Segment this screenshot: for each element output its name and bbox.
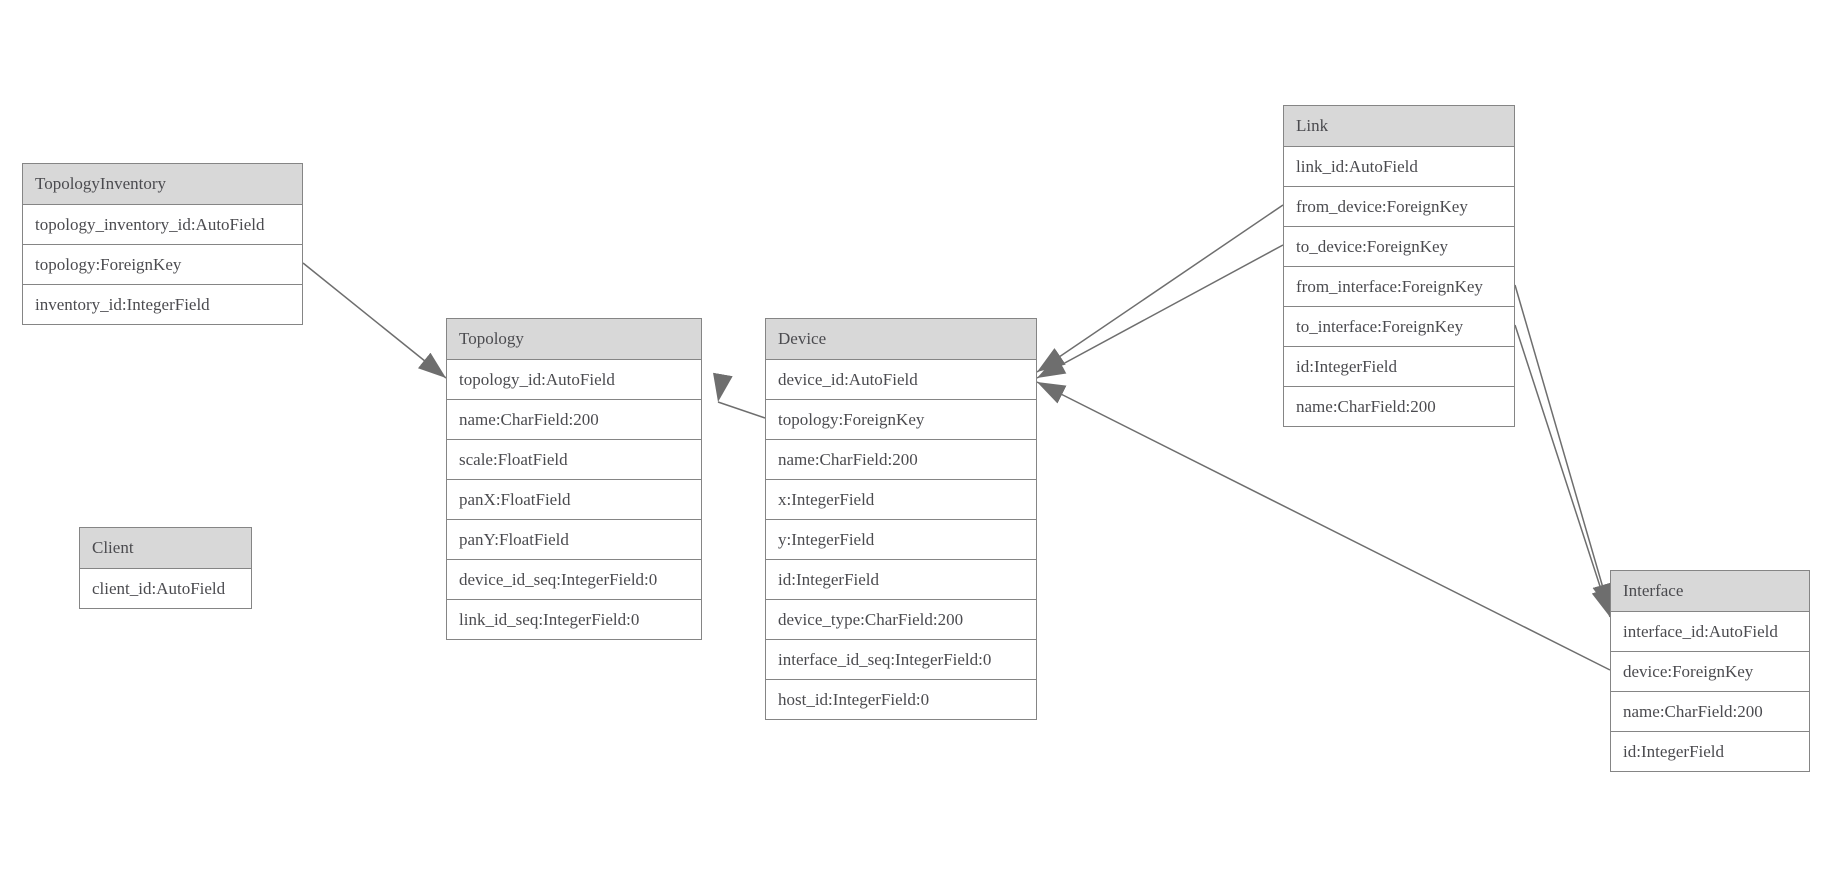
entity-field: name:CharField:200 — [766, 439, 1036, 479]
relationship-link-to_interface-to-interface — [1514, 324, 1611, 618]
entity-field: interface_id:AutoField — [1611, 611, 1809, 651]
relationship-topologyinventory-topology-to-topology — [302, 262, 447, 379]
entity-client[interactable]: Client client_id:AutoField — [79, 527, 252, 609]
entity-title: Link — [1284, 106, 1514, 146]
entity-field: id:IntegerField — [1284, 346, 1514, 386]
entity-field: panY:FloatField — [447, 519, 701, 559]
entity-title: Client — [80, 528, 251, 568]
entity-field: scale:FloatField — [447, 439, 701, 479]
entity-field: device_type:CharField:200 — [766, 599, 1036, 639]
entity-field: name:CharField:200 — [447, 399, 701, 439]
entity-field: topology:ForeignKey — [23, 244, 302, 284]
entity-field: topology_inventory_id:AutoField — [23, 204, 302, 244]
entity-field: link_id_seq:IntegerField:0 — [447, 599, 701, 639]
entity-field: host_id:IntegerField:0 — [766, 679, 1036, 719]
entity-title: Topology — [447, 319, 701, 359]
entity-field: from_interface:ForeignKey — [1284, 266, 1514, 306]
entity-topologyinventory[interactable]: TopologyInventory topology_inventory_id:… — [22, 163, 303, 325]
relationship-device-topology-to-topology — [713, 372, 766, 419]
entity-field: x:IntegerField — [766, 479, 1036, 519]
entity-field: topology:ForeignKey — [766, 399, 1036, 439]
entity-field: link_id:AutoField — [1284, 146, 1514, 186]
entity-field: y:IntegerField — [766, 519, 1036, 559]
relationship-link-to_device-to-device — [1036, 244, 1284, 379]
entity-field: topology_id:AutoField — [447, 359, 701, 399]
entity-field: interface_id_seq:IntegerField:0 — [766, 639, 1036, 679]
entity-field: name:CharField:200 — [1611, 691, 1809, 731]
entity-field: id:IntegerField — [1611, 731, 1809, 771]
entity-title: Device — [766, 319, 1036, 359]
entity-field: inventory_id:IntegerField — [23, 284, 302, 324]
entity-field: to_interface:ForeignKey — [1284, 306, 1514, 346]
entity-title: Interface — [1611, 571, 1809, 611]
entity-title: TopologyInventory — [23, 164, 302, 204]
entity-field: id:IntegerField — [766, 559, 1036, 599]
entity-field: device:ForeignKey — [1611, 651, 1809, 691]
entity-field: panX:FloatField — [447, 479, 701, 519]
relationship-link-from_interface-to-interface — [1514, 284, 1612, 613]
entity-field: from_device:ForeignKey — [1284, 186, 1514, 226]
entity-field: name:CharField:200 — [1284, 386, 1514, 426]
entity-field: to_device:ForeignKey — [1284, 226, 1514, 266]
relationship-link-from_device-to-device — [1036, 204, 1284, 373]
entity-field: device_id_seq:IntegerField:0 — [447, 559, 701, 599]
entity-field: device_id:AutoField — [766, 359, 1036, 399]
entity-field: client_id:AutoField — [80, 568, 251, 608]
